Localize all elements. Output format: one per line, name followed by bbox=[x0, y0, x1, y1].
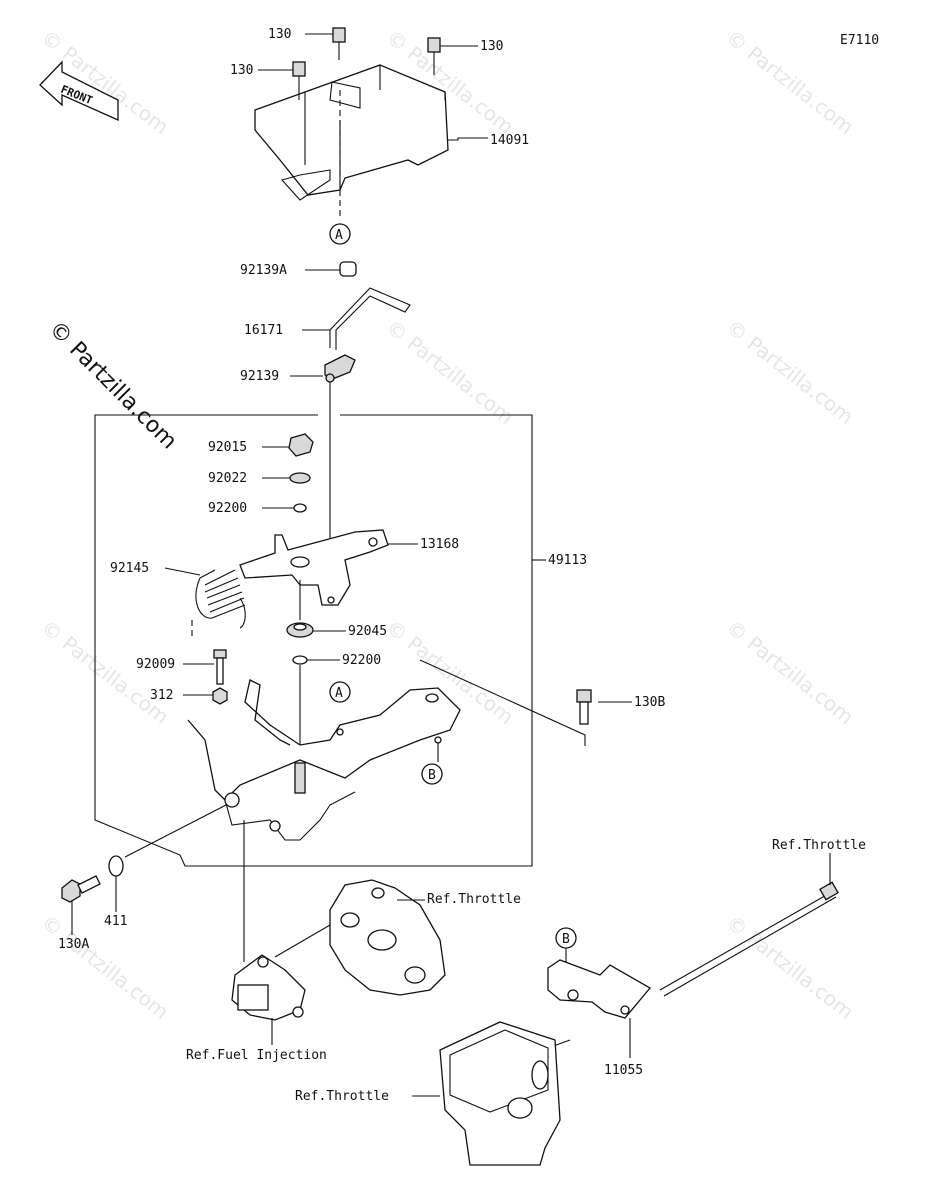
ref-label: Ref.Throttle bbox=[772, 838, 866, 853]
watermark: © Partzilla.com bbox=[382, 315, 518, 429]
part-label: 92045 bbox=[348, 624, 387, 639]
watermark-main: © Partzilla.com bbox=[44, 317, 182, 455]
watermark: © Partzilla.com bbox=[722, 315, 858, 429]
watermark: © Partzilla.com bbox=[722, 25, 858, 139]
part-label: 92022 bbox=[208, 471, 247, 486]
part-label: 92200 bbox=[342, 653, 381, 668]
diagram-code: E7110 bbox=[840, 33, 879, 48]
part-label: 411 bbox=[104, 914, 127, 929]
watermark: © Partzilla.com bbox=[722, 910, 858, 1024]
callout-b-icon bbox=[421, 763, 443, 785]
throttle-body-part bbox=[329, 879, 446, 996]
watermark: © Partzilla.com bbox=[722, 615, 858, 729]
callout-b: B bbox=[562, 932, 570, 947]
rod-end-icon bbox=[819, 881, 839, 901]
part-label: 92200 bbox=[208, 501, 247, 516]
part-label: 130 bbox=[230, 63, 253, 78]
part-label: 130 bbox=[480, 39, 503, 54]
bolt-icon bbox=[332, 27, 346, 60]
washer-icon bbox=[289, 472, 311, 484]
callout-b: B bbox=[428, 768, 436, 783]
part-label: 92015 bbox=[208, 440, 247, 455]
part-label: 130 bbox=[268, 27, 291, 42]
ref-label: Ref.Fuel Injection bbox=[186, 1048, 327, 1063]
part-label: 130A bbox=[58, 937, 89, 952]
throttle-housing-part bbox=[439, 1021, 561, 1166]
part-label: 49113 bbox=[548, 553, 587, 568]
washer-icon bbox=[292, 655, 308, 665]
part-label: 92145 bbox=[110, 561, 149, 576]
washer-icon bbox=[293, 503, 307, 513]
part-label: 11055 bbox=[604, 1063, 643, 1078]
bolt-icon bbox=[576, 689, 592, 725]
bolt-icon bbox=[292, 61, 306, 100]
callout-a-icon bbox=[329, 223, 351, 245]
part-label: 14091 bbox=[490, 133, 529, 148]
bolt-icon bbox=[427, 37, 441, 75]
part-label: 92009 bbox=[136, 657, 175, 672]
spring-icon bbox=[195, 569, 246, 629]
part-label: 92139 bbox=[240, 369, 279, 384]
sensor-part bbox=[231, 954, 306, 1021]
bracket-part bbox=[547, 959, 651, 1019]
part-label: 13168 bbox=[420, 537, 459, 552]
clip-icon bbox=[324, 354, 356, 383]
grommet-icon bbox=[286, 622, 314, 638]
cover-part bbox=[254, 64, 449, 201]
callout-a: A bbox=[335, 228, 343, 243]
ref-label: Ref.Throttle bbox=[427, 892, 521, 907]
clip-icon bbox=[339, 261, 357, 277]
washer-icon bbox=[108, 855, 124, 877]
watermark-layer: © Partzilla.com © Partzilla.com © Partzi… bbox=[37, 25, 858, 1024]
bolt-icon bbox=[61, 875, 101, 903]
callout-a: A bbox=[335, 686, 343, 701]
callout-a-icon bbox=[329, 681, 351, 703]
part-label: 312 bbox=[150, 688, 173, 703]
nut-icon bbox=[212, 687, 228, 705]
part-label: 16171 bbox=[244, 323, 283, 338]
nut-icon bbox=[288, 433, 314, 457]
screw-icon bbox=[213, 649, 227, 685]
part-label: 130B bbox=[634, 695, 665, 710]
ref-label: Ref.Throttle bbox=[295, 1089, 389, 1104]
part-label: 92139A bbox=[240, 263, 287, 278]
